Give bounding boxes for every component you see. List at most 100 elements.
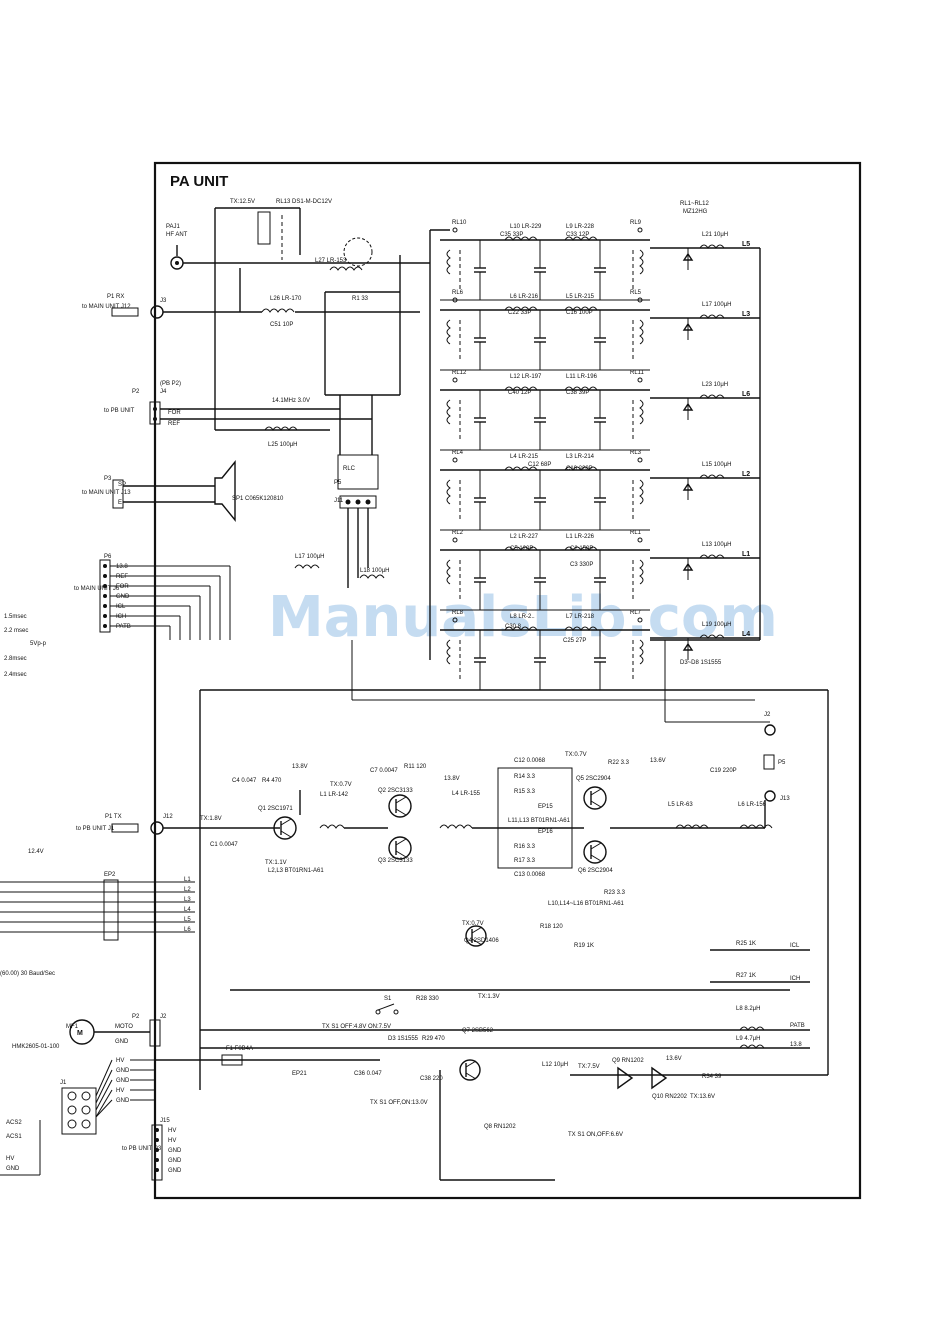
l4-label: L4 LR-155 <box>452 791 481 797</box>
relay-label: RL9 <box>630 220 642 226</box>
r27-label: R27 1K <box>736 973 756 979</box>
q5-label: Q5 2SC2904 <box>576 776 611 782</box>
s1-label: S1 <box>384 996 392 1002</box>
r4-label: R4 470 <box>262 778 282 784</box>
filter-output-label: L1 <box>742 551 750 558</box>
r34-label: R34 39 <box>702 1074 722 1080</box>
filter-output-label: L4 <box>742 631 750 638</box>
q8-label: Q8 RN1202 <box>484 1124 516 1130</box>
l8-label: L8 8.2μH <box>736 1006 760 1012</box>
q9-label: Q9 RN1202 <box>612 1058 644 1064</box>
c13-label: C13 0.0068 <box>514 872 546 878</box>
choke-label: L13 100μH <box>702 542 731 548</box>
baud-label: (60.00) 30 Baud/Sec <box>0 971 55 977</box>
tx-s1-label: TX S1 OFF:4.8V ON:7.5V <box>322 1024 391 1030</box>
filter-inductor-label: L12 LR-197 <box>510 374 542 380</box>
l26-label: L26 LR-170 <box>270 296 302 302</box>
filter-inductor <box>504 466 538 471</box>
output-choke <box>699 554 725 559</box>
l25-label: L25 100μH <box>268 442 297 448</box>
watermark-text: ManualsLib.com <box>268 585 778 650</box>
output-choke <box>699 474 725 479</box>
relay-label: RL8 <box>452 610 464 616</box>
filter-cap-label: C22 33P <box>508 310 531 316</box>
filter-output-label: L2 <box>742 471 750 478</box>
relay-label: RL1 <box>630 530 642 536</box>
filter-inductor <box>564 466 598 471</box>
filter-inductor-label: L4 LR-215 <box>510 454 539 460</box>
rlc-label: RLC <box>343 466 356 472</box>
filter-inductor <box>564 236 598 241</box>
p3-label: P3 <box>104 476 112 482</box>
relay-label: RL12 <box>452 370 467 376</box>
sp1-label: SP1 C065K120810 <box>232 496 284 502</box>
bus-label: L5 <box>184 917 191 923</box>
relay-label: RL5 <box>630 290 642 296</box>
d3-label: D3 1S1555 <box>388 1036 419 1042</box>
l9-label: L9 4.7μH <box>736 1036 760 1042</box>
r18-label: R18 120 <box>540 924 563 930</box>
r17-label: R17 3.3 <box>514 858 536 864</box>
q2-label: Q2 2SC3133 <box>378 788 413 794</box>
left-note-text: 2.4msec <box>4 672 27 678</box>
p6-label: P6 <box>104 554 112 560</box>
filter-output-label: L5 <box>742 241 750 248</box>
left-note-text: 2.2 msec <box>4 628 28 634</box>
mf1-label: MF1 <box>66 1024 79 1030</box>
power-pin-label: GND <box>116 1068 130 1074</box>
choke-label: L15 100μH <box>702 462 731 468</box>
to-main-j12-label: to MAIN UNIT J12 <box>82 304 131 310</box>
top-left-section: TX:12.5V RL13 DS1-M-DC12V PAJ1 HF ANT to… <box>4 199 450 678</box>
to-main-j13-label: to MAIN UNIT J13 <box>82 490 131 496</box>
filter-inductor-label: L11 LR-196 <box>566 374 598 380</box>
filter-inductor <box>504 236 538 241</box>
speaker-icon <box>214 460 236 522</box>
l12-label: L12 10μH <box>542 1062 568 1068</box>
ep21-label: EP21 <box>292 1071 307 1077</box>
relay-coil-rl13 <box>257 211 271 245</box>
inductor-l8 <box>739 1026 765 1031</box>
f1-label: F1 F0B4A <box>226 1046 253 1052</box>
relay-label: RL4 <box>452 450 464 456</box>
icl-label: ICL <box>790 943 800 949</box>
buffer-q9-icon <box>617 1066 634 1090</box>
j4-label: J4 <box>160 389 167 395</box>
j15-pin-label: GND <box>168 1158 182 1164</box>
tx75-label: TX:7.5V <box>578 1064 600 1070</box>
filter-inductor <box>504 386 538 391</box>
v138-label: 13.8V <box>292 764 308 770</box>
p6-pin-label: REF <box>116 574 128 580</box>
relay-label: RL3 <box>630 450 642 456</box>
filter-inductor <box>504 626 538 631</box>
c51-label: C51 10P <box>270 322 293 328</box>
ich-label: ICH <box>790 976 800 982</box>
r16-label: R16 3.3 <box>514 844 536 850</box>
q10-label: Q10 RN2202 <box>652 1094 688 1100</box>
power-amplifier-section: J2 P5 J13 P1 TX to PB UNIT J1 J12 TX:1.8… <box>0 712 828 1181</box>
bus-label: L3 <box>184 897 191 903</box>
filter-cap-label: C38 39P <box>566 390 589 396</box>
power-pin-label: GND <box>116 1078 130 1084</box>
to-pb-p3-label: to PB UNIT P3 <box>122 1146 162 1152</box>
tx11-label: TX:1.1V <box>265 860 287 866</box>
transistor-icon <box>459 1059 481 1081</box>
filter-inductor-label: L1 LR-226 <box>566 534 595 540</box>
filter-cap-label: C3 330P <box>570 562 593 568</box>
sp-label: SP <box>118 482 126 488</box>
choke-label: L17 100μH <box>702 302 731 308</box>
inductor-l9 <box>739 1044 765 1049</box>
filter-cap-label: C35 33P <box>500 232 523 238</box>
to-main-j6-label: to MAIN UNIT J6 <box>74 586 120 592</box>
choke-label: L23 10μH <box>702 382 728 388</box>
transistor-icon <box>388 836 412 860</box>
c4-label: C4 0.047 <box>232 778 257 784</box>
output-choke <box>699 394 725 399</box>
j2-connector-icon <box>764 724 776 736</box>
filter-cap-label: C10 220P <box>566 466 593 472</box>
l27-label: L27 LR-153 <box>315 258 347 264</box>
